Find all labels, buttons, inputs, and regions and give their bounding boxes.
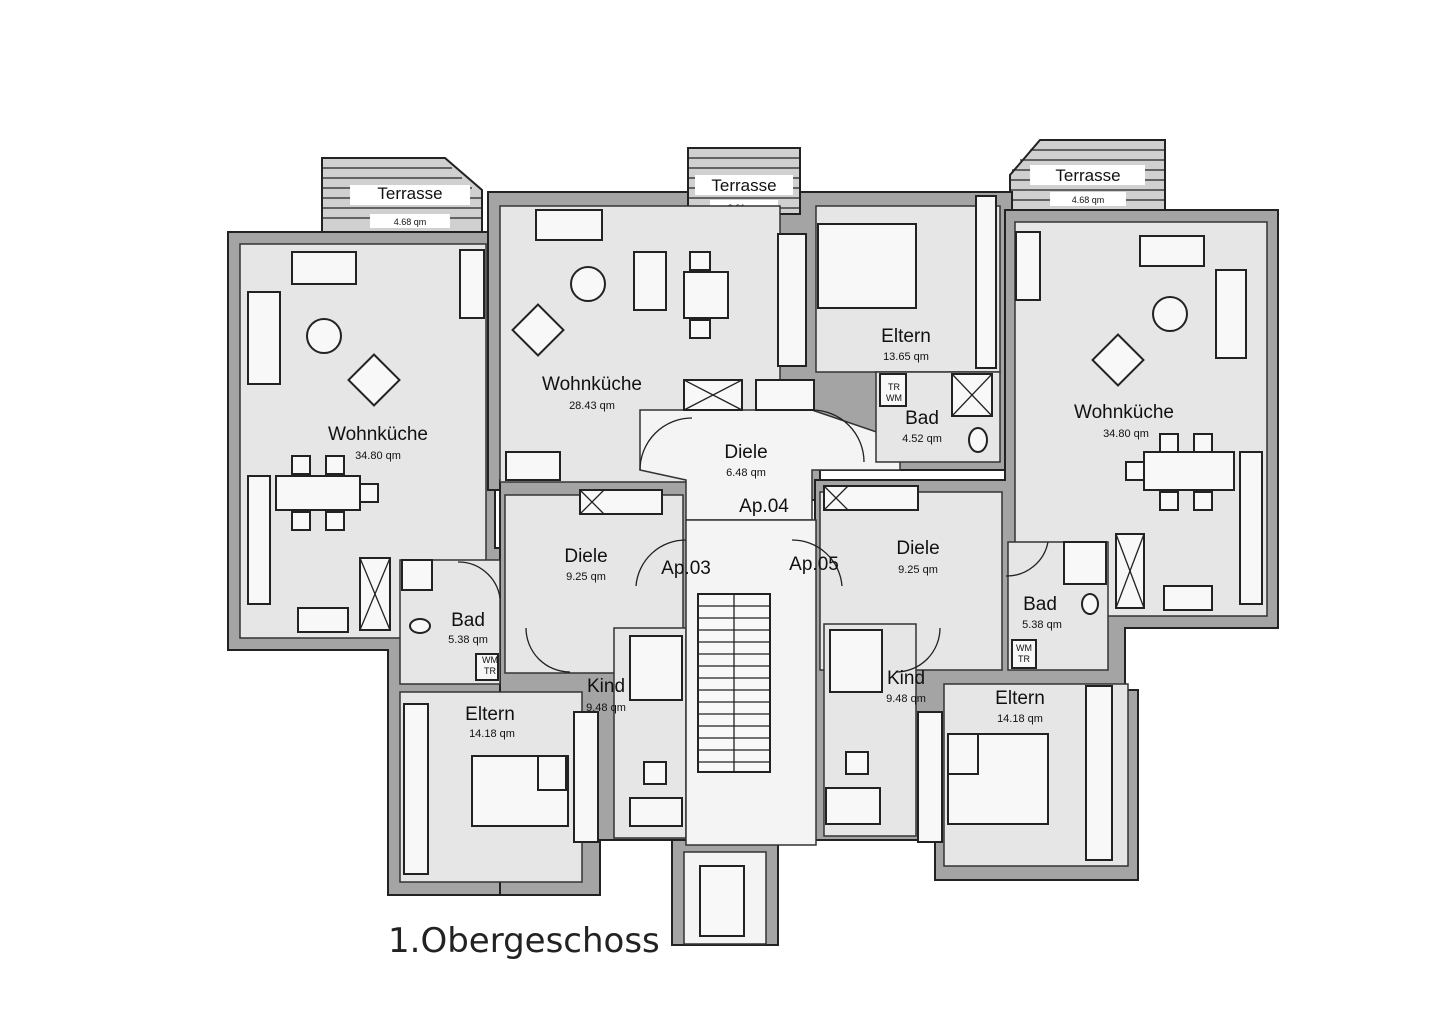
room-area: 34.80 qm: [355, 450, 401, 462]
room-name: Wohnküche: [542, 374, 642, 395]
room-area: 4.52 qm: [902, 433, 942, 445]
room-name: Kind: [587, 676, 625, 697]
room-area: 14.18 qm: [997, 713, 1043, 725]
room-area: 9.48 qm: [586, 702, 626, 714]
room-area: 5.38 qm: [448, 634, 488, 646]
room-name: Bad: [905, 408, 939, 429]
room-name: Kind: [887, 668, 925, 689]
washer-label-bottom: WM: [886, 393, 902, 403]
room-name: Wohnküche: [1074, 402, 1174, 423]
room-name: Wohnküche: [328, 424, 428, 445]
room-name: Diele: [564, 546, 607, 567]
terrace-left-label: Terrasse: [377, 184, 442, 203]
washer-label-top: TR: [888, 382, 900, 392]
room-area: 14.18 qm: [469, 728, 515, 740]
apartment-label: Ap.03: [661, 558, 711, 579]
room-name: Eltern: [465, 704, 515, 725]
room-name: Diele: [724, 442, 767, 463]
room-name: Bad: [451, 610, 485, 631]
room-area: 5.38 qm: [1022, 619, 1062, 631]
furniture-left: [247, 249, 683, 875]
room-area: 9.25 qm: [566, 571, 606, 583]
room-area: 34.80 qm: [1103, 428, 1149, 440]
terrace-left: Terrasse 4.68 qm: [321, 157, 483, 233]
terrace-right-label: Terrasse: [1055, 166, 1120, 185]
washer-label-top: WM: [482, 655, 498, 665]
room-area: 9.25 qm: [898, 564, 938, 576]
terrace-left-area: 4.68 qm: [394, 217, 427, 227]
terrace-right: Terrasse 4.68 qm: [1009, 139, 1166, 213]
room-name: Eltern: [881, 326, 931, 347]
room-area: 13.65 qm: [883, 351, 929, 363]
terrace-right-area: 4.68 qm: [1072, 195, 1105, 205]
staircase: [697, 593, 771, 937]
door-swings: [457, 409, 1049, 673]
apartment-label: Ap.04: [739, 496, 789, 517]
room-area: 9.48 qm: [886, 693, 926, 705]
terrace-center: Terrasse 3.21 qm: [687, 147, 801, 215]
room-name: Bad: [1023, 594, 1057, 615]
apartment-label: Ap.05: [789, 554, 839, 575]
washer-label-top: WM: [1016, 643, 1032, 653]
room-area: 28.43 qm: [569, 400, 615, 412]
washer-label-bottom: TR: [484, 666, 496, 676]
washer-label-bottom: TR: [1018, 654, 1030, 664]
room-area: 6.48 qm: [726, 467, 766, 479]
floor-caption: 1.Obergeschoss: [388, 921, 660, 961]
furniture-center: [505, 195, 997, 511]
terrace-center-label: Terrasse: [711, 176, 776, 195]
room-name: Eltern: [995, 688, 1045, 709]
room-name: Diele: [896, 538, 939, 559]
furniture-right: [825, 231, 1263, 861]
